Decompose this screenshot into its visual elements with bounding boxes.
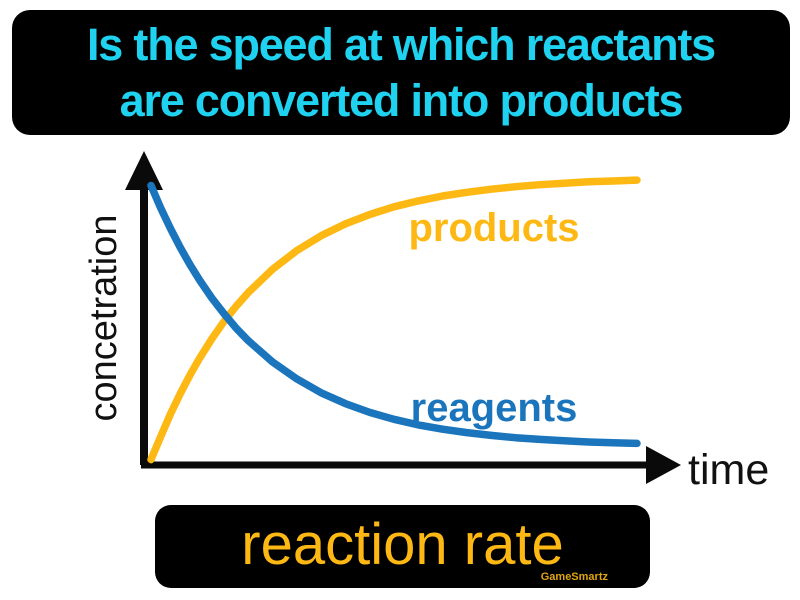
products-label: products (408, 206, 580, 250)
term-label: reaction rate (241, 512, 564, 577)
watermark: GameSmartz (540, 571, 608, 583)
definition-banner: Is the speed at which reactants are conv… (12, 10, 790, 135)
y-axis-arrowhead-icon (125, 151, 163, 190)
definition-line-2: are converted into products (119, 74, 684, 126)
reagents-label: reagents (410, 386, 578, 430)
term-banner: reaction rate GameSmartz (155, 505, 650, 588)
x-axis-arrowhead-icon (646, 446, 681, 484)
reagents-curve (147, 181, 641, 448)
products-curve (147, 176, 641, 464)
definition-line-1: Is the speed at which reactants (86, 18, 716, 70)
y-axis-label: concetration (83, 214, 125, 422)
x-axis-label: time (688, 446, 770, 494)
